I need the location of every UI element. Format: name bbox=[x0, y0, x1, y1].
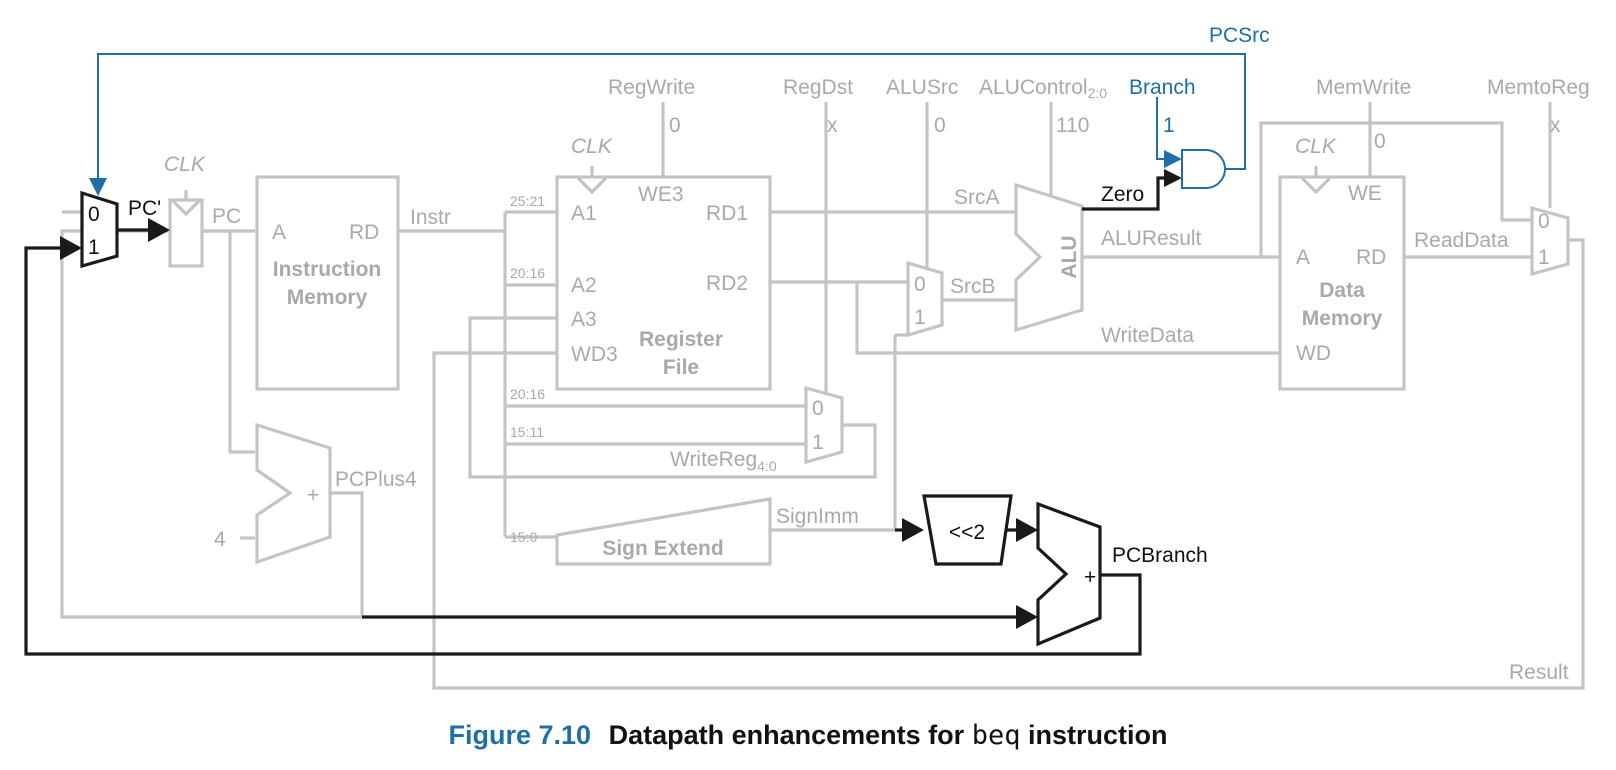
bits-25-21: 25:21 bbox=[510, 193, 545, 209]
readdata-label: ReadData bbox=[1414, 229, 1509, 252]
regfile-title-2: File bbox=[663, 356, 699, 379]
memwrite-label: MemWrite bbox=[1316, 76, 1411, 99]
alusrc-mux-1: 1 bbox=[914, 306, 926, 329]
branch-control bbox=[89, 53, 1246, 196]
regdst-label: RegDst bbox=[783, 76, 853, 99]
pcsrc-mux-0: 0 bbox=[88, 203, 100, 226]
datamem-wd-port: WD bbox=[1296, 342, 1331, 365]
pcprime-label: PC' bbox=[128, 197, 161, 220]
regdst-value: x bbox=[827, 114, 838, 137]
figure-caption: Figure 7.10 Datapath enhancements for be… bbox=[0, 720, 1616, 751]
pc-label: PC bbox=[212, 205, 241, 228]
memtoreg-label: MemtoReg bbox=[1487, 76, 1590, 99]
inactive-blocks bbox=[168, 175, 1570, 566]
regfile-rd1: RD1 bbox=[706, 202, 748, 225]
regdst-mux-1: 1 bbox=[812, 431, 824, 454]
regfile-rd2: RD2 bbox=[706, 272, 748, 295]
aluresult-label: ALUResult bbox=[1101, 227, 1202, 250]
imem-title-2: Memory bbox=[287, 286, 368, 309]
datamem-title-1: Data bbox=[1319, 279, 1365, 302]
regfile-a3: A3 bbox=[571, 308, 597, 331]
srcb-label: SrcB bbox=[950, 275, 996, 298]
datamem-rd-port: RD bbox=[1356, 246, 1386, 269]
regfile-a2: A2 bbox=[571, 274, 597, 297]
regdst-mux bbox=[804, 385, 844, 465]
figure-title-end: instruction bbox=[1027, 720, 1168, 750]
alucontrol-label: ALUControl2:0 bbox=[979, 76, 1107, 101]
memtoreg-mux bbox=[1530, 205, 1570, 277]
imem-title-1: Instruction bbox=[273, 258, 382, 281]
instr-label: Instr bbox=[410, 206, 451, 229]
regfile-wd3: WD3 bbox=[571, 343, 618, 366]
sign-extend-label: Sign Extend bbox=[602, 537, 723, 560]
regdst-mux-0: 0 bbox=[812, 397, 824, 420]
shift-left-2-label: <<2 bbox=[949, 521, 985, 544]
imem-a-port: A bbox=[272, 221, 286, 244]
alucontrol-value: 110 bbox=[1056, 114, 1089, 137]
branch-value: 1 bbox=[1163, 114, 1175, 137]
figure-title-code: beq bbox=[971, 720, 1021, 751]
alu bbox=[1014, 182, 1084, 333]
instruction-memory bbox=[255, 175, 400, 391]
datamem-a-port: A bbox=[1296, 246, 1310, 269]
shift-left-2 bbox=[922, 494, 1013, 566]
constant-four: 4 bbox=[214, 528, 226, 551]
pcplus4-adder bbox=[255, 422, 332, 565]
memwrite-value: 0 bbox=[1374, 130, 1386, 153]
datamem-title-2: Memory bbox=[1302, 307, 1383, 330]
figure-title-start: Datapath enhancements for bbox=[608, 720, 965, 750]
clk-datamem-label: CLK bbox=[1295, 135, 1337, 158]
imem-rd-port: RD bbox=[349, 221, 379, 244]
srca-label: SrcA bbox=[954, 186, 1000, 209]
regfile-title-1: Register bbox=[639, 328, 723, 351]
writedata-label: WriteData bbox=[1101, 324, 1194, 347]
pcsrc-mux bbox=[80, 190, 119, 269]
bits-15-0: 15:0 bbox=[510, 529, 537, 545]
regfile-a1: A1 bbox=[571, 202, 597, 225]
pcsrc-label: PCSrc bbox=[1209, 24, 1270, 47]
alusrc-mux bbox=[906, 260, 944, 338]
inactive-wires bbox=[60, 102, 1585, 690]
branch-and-gate bbox=[1181, 149, 1226, 189]
alu-label: ALU bbox=[1058, 235, 1081, 278]
memtoreg-value: x bbox=[1550, 114, 1561, 137]
memtoreg-mux-0: 0 bbox=[1538, 210, 1550, 233]
pcbranch-label: PCBranch bbox=[1112, 544, 1208, 567]
pcbranch-plus: + bbox=[1084, 566, 1096, 589]
pcplus4-label: PCPlus4 bbox=[335, 468, 417, 491]
sign-extend bbox=[555, 497, 772, 566]
clk-pc-label: CLK bbox=[164, 153, 206, 176]
pc-register bbox=[168, 198, 204, 268]
pcsrc-mux-1: 1 bbox=[88, 236, 100, 259]
register-file bbox=[555, 175, 772, 391]
bits-20-16-b: 20:16 bbox=[510, 386, 545, 402]
regfile-we3: WE3 bbox=[638, 183, 684, 206]
figure-number: Figure 7.10 bbox=[448, 720, 592, 750]
result-label: Result bbox=[1509, 661, 1569, 684]
bits-20-16-a: 20:16 bbox=[510, 265, 545, 281]
alusrc-mux-0: 0 bbox=[914, 273, 926, 296]
regwrite-label: RegWrite bbox=[608, 76, 695, 99]
writereg-label: WriteReg4:0 bbox=[670, 448, 777, 474]
branch-label: Branch bbox=[1129, 76, 1196, 99]
active-wires bbox=[24, 169, 1182, 656]
labels: RegWrite 0 RegDst x ALUSrc 0 ALUControl2… bbox=[88, 24, 1590, 684]
bits-15-11: 15:11 bbox=[510, 424, 544, 440]
regwrite-value: 0 bbox=[669, 114, 681, 137]
memtoreg-mux-1: 1 bbox=[1538, 246, 1550, 269]
alusrc-label: ALUSrc bbox=[886, 76, 958, 99]
signimm-label: SignImm bbox=[776, 505, 859, 528]
alusrc-value: 0 bbox=[934, 114, 946, 137]
clk-regfile-label: CLK bbox=[571, 135, 613, 158]
datamem-we: WE bbox=[1348, 182, 1382, 205]
active-blocks bbox=[80, 190, 1102, 647]
pcplus4-plus: + bbox=[307, 484, 319, 507]
zero-label: Zero bbox=[1101, 183, 1144, 206]
data-memory bbox=[1278, 175, 1406, 391]
pcbranch-adder bbox=[1036, 501, 1102, 647]
datapath-diagram: RegWrite 0 RegDst x ALUSrc 0 ALUControl2… bbox=[24, 24, 1590, 690]
